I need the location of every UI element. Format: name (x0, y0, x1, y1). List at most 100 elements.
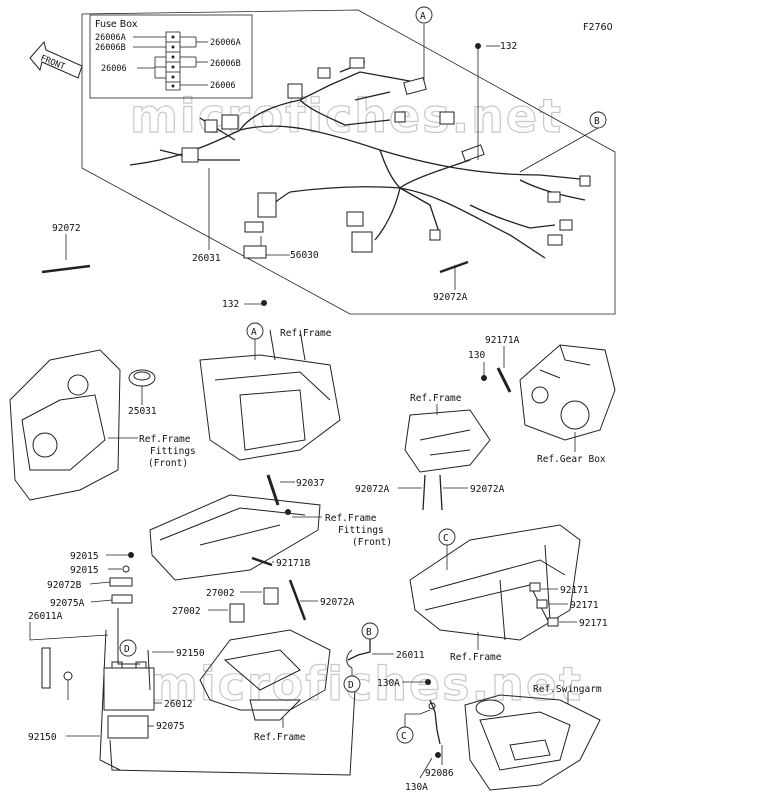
svg-text:A: A (251, 327, 257, 338)
ref-frame-lower-right: Ref.Frame (450, 652, 502, 663)
swingarm (464, 694, 601, 791)
relay-27002-b (229, 603, 245, 623)
harness-boundary (81, 9, 616, 315)
frame-fittings-tray (149, 494, 321, 581)
bolt-132-mid (261, 300, 267, 306)
front-arrow-icon: FRONT (29, 40, 83, 79)
label-92015-b: 92015 (70, 565, 99, 576)
left-cover (9, 349, 121, 501)
fuse-box-inset: Fuse Box 26006A 26006B 26006 26006A 2600… (89, 14, 253, 99)
figure-code: F2760 (583, 22, 613, 33)
clip-92171-b (536, 599, 548, 609)
cable-tie-92037 (266, 474, 280, 506)
fuse-right-1: 26006A (210, 38, 241, 48)
strap-92072a-l (422, 474, 426, 511)
label-92075a: 92075A (50, 598, 85, 609)
label-26011: 26011 (396, 650, 425, 661)
label-27002-b: 27002 (172, 606, 201, 617)
clip-92171-c (547, 617, 559, 627)
fuse-box-title: Fuse Box (95, 19, 138, 30)
label-130: 130 (468, 350, 485, 361)
label-26011a: 26011A (28, 611, 63, 622)
main-wire-harness (129, 57, 591, 259)
label-92037: 92037 (296, 478, 325, 489)
cable-tie-92171a (496, 367, 512, 393)
cable-26011: B D (343, 622, 379, 693)
label-26031: 26031 (192, 253, 221, 264)
cable-26011a (29, 622, 109, 700)
label-92086: 92086 (425, 768, 454, 779)
label-92072a-l: 92072A (355, 484, 390, 495)
label-92171-c: 92171 (579, 618, 608, 629)
label-26012: 26012 (164, 699, 193, 710)
label-27002-a: 27002 (206, 588, 235, 599)
label-92171a: 92171A (485, 335, 520, 346)
svg-text:D: D (124, 644, 130, 655)
watermark-bottom: microfiches.net (150, 657, 583, 711)
callout-d-battery: D (119, 639, 137, 657)
label-132-top: 132 (500, 41, 517, 52)
label-92171-b: 92171 (570, 600, 599, 611)
label-132-mid: 132 (222, 299, 239, 310)
ref-frame-fittings-1-l3: (Front) (148, 458, 188, 469)
svg-text:D: D (348, 680, 354, 691)
fuse-right-2: 26006B (210, 59, 241, 69)
callout-b-top: B (589, 111, 607, 129)
svg-text:C: C (443, 533, 449, 544)
strap-92072a-r (439, 474, 443, 511)
frame-piece-mid (404, 409, 491, 473)
pad-56030 (243, 245, 267, 259)
label-92072a-lo: 92072A (320, 597, 355, 608)
ref-swingarm: Ref.Swingarm (533, 684, 602, 695)
label-25031: 25031 (128, 406, 157, 417)
ref-frame-fittings-1-l1: Ref.Frame (139, 434, 191, 445)
fuse-left-3: 26006 (101, 64, 127, 74)
label-56030: 56030 (290, 250, 319, 261)
label-92150-b: 92150 (28, 732, 57, 743)
battery-parts (99, 552, 356, 776)
cable-tie-92072a-top (439, 260, 469, 274)
watermark-top: microfiches.net (130, 89, 563, 143)
label-92015-a: 92015 (70, 551, 99, 562)
cable-tie-92171b (251, 556, 273, 567)
svg-text:C: C (401, 731, 407, 742)
label-92171b: 92171B (276, 558, 311, 569)
svg-text:A: A (420, 11, 426, 22)
clip-92171-a (529, 582, 541, 592)
bolt-130 (481, 375, 487, 381)
callout-a-top: A (415, 6, 433, 24)
label-92072: 92072 (52, 223, 81, 234)
cap-25031 (128, 369, 156, 405)
ground-lead-92086: C (396, 679, 441, 758)
label-130a-a: 130A (377, 678, 400, 689)
fuse-right-3: 26006 (210, 81, 236, 91)
svg-text:B: B (366, 627, 372, 638)
ref-frame-fittings-2-l1: Ref.Frame (325, 513, 377, 524)
ref-frame-fittings-2-l2: Fittings (338, 525, 384, 536)
cable-tie-92072a-lo (288, 579, 307, 621)
battery-tray (199, 629, 331, 721)
label-92075: 92075 (156, 721, 185, 732)
label-92072b: 92072B (47, 580, 82, 591)
ref-frame-mid: Ref.Frame (410, 393, 462, 404)
frame-bracket-a: A (199, 322, 341, 461)
relay-27002-a (263, 587, 279, 605)
ref-frame-top: Ref.Frame (280, 328, 332, 339)
label-92072a-top: 92072A (433, 292, 468, 303)
ref-frame-fittings-1-l2: Fittings (150, 446, 196, 457)
label-92072a-r: 92072A (470, 484, 505, 495)
label-92150-a: 92150 (176, 648, 205, 659)
gear-box (519, 344, 616, 441)
fuse-left-1: 26006A (95, 33, 126, 43)
frame-lower-right: C (409, 524, 581, 641)
label-130a-b: 130A (405, 782, 428, 793)
ref-frame-fittings-2-l3: (Front) (352, 537, 392, 548)
ref-gear-box: Ref.Gear Box (537, 454, 606, 465)
svg-text:B: B (594, 116, 600, 127)
leader-lines-top (65, 24, 599, 290)
bolt-132-top (475, 43, 481, 49)
cable-tie-92072 (41, 264, 91, 274)
fuse-left-2: 26006B (95, 43, 126, 53)
ref-frame-bottom: Ref.Frame (254, 732, 306, 743)
